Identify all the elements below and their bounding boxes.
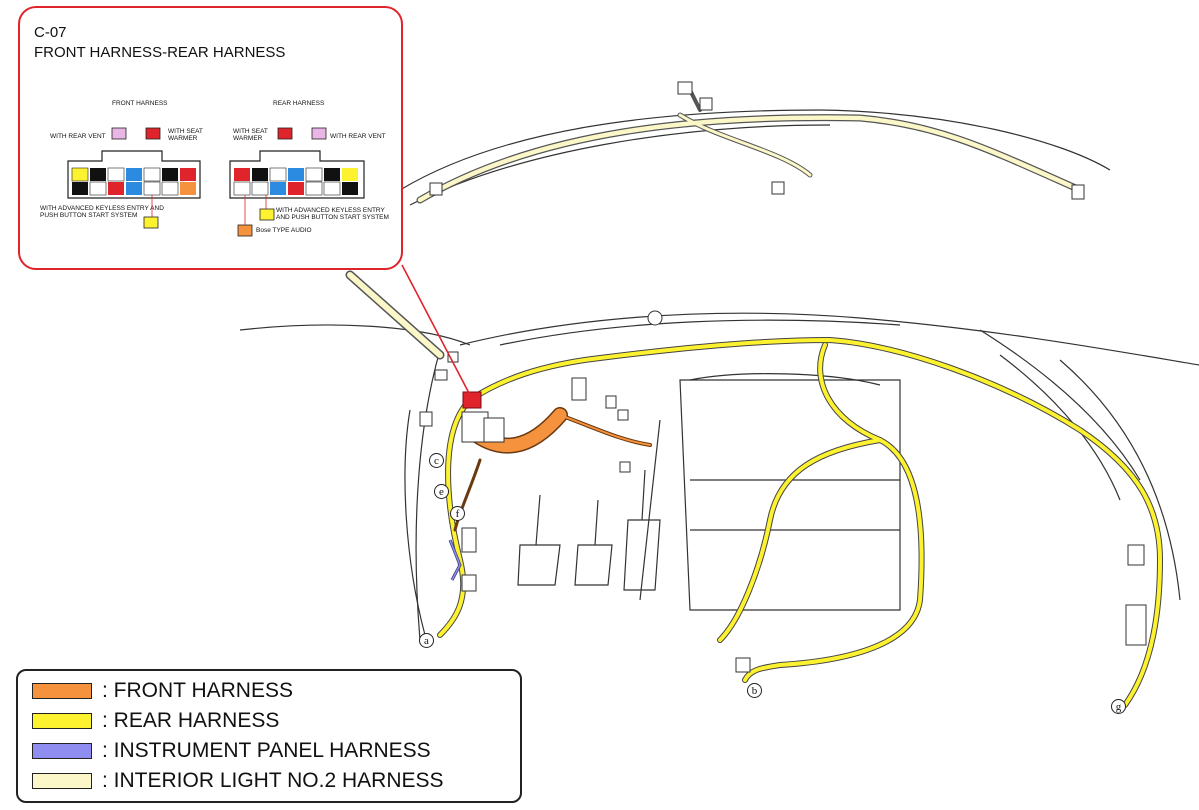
legend-swatch-interior: [32, 773, 92, 789]
connector-callout: C-07 FRONT HARNESS-REAR HARNESS FRONT HA…: [18, 6, 403, 270]
front-rear-vent-label: WITH REAR VENT: [50, 133, 106, 140]
connector-code: C-07: [34, 24, 67, 41]
interior-light-harness: [345, 88, 1084, 360]
location-label-c: c: [429, 453, 444, 468]
legend-swatch-front: [32, 683, 92, 699]
location-label-b: b: [747, 683, 762, 698]
rear-seat-warmer-swatch: [277, 127, 293, 140]
grommet-icon: [647, 310, 663, 326]
rear-keyless-label: WITH ADVANCED KEYLESS ENTRY AND PUSH BUT…: [276, 207, 389, 221]
front-connector-diagram: [67, 150, 201, 229]
front-seat-warmer-label: WITH SEAT WARMER: [168, 128, 203, 142]
rear-rear-vent-label: WITH REAR VENT: [330, 133, 386, 140]
legend-label-interior: : INTERIOR LIGHT NO.2 HARNESS: [102, 769, 444, 792]
legend-label-instrument: : INSTRUMENT PANEL HARNESS: [102, 739, 431, 762]
location-label-a: a: [419, 633, 434, 648]
location-label-g: g: [1111, 699, 1126, 714]
connector-title: FRONT HARNESS-REAR HARNESS: [34, 44, 286, 61]
location-label-f: f: [450, 506, 465, 521]
front-keyless-label: WITH ADVANCED KEYLESS ENTRY AND PUSH BUT…: [40, 205, 164, 219]
rear-harness: [437, 337, 1163, 708]
legend-item-rear: : REAR HARNESS: [32, 709, 279, 733]
connector-pin-diagrams: [67, 127, 365, 237]
rear-rear-vent-swatch: [311, 127, 327, 140]
rear-connector-diagram: [229, 150, 365, 237]
legend-item-interior: : INTERIOR LIGHT NO.2 HARNESS: [32, 769, 444, 793]
bose-audio-label: Bose TYPE AUDIO: [256, 227, 312, 234]
legend-item-front: : FRONT HARNESS: [32, 679, 293, 703]
location-label-e: e: [434, 484, 449, 499]
legend-item-instrument: : INSTRUMENT PANEL HARNESS: [32, 739, 431, 763]
connector-icon: [419, 81, 1147, 673]
legend-swatch-instrument: [32, 743, 92, 759]
front-harness-heading: FRONT HARNESS: [112, 100, 168, 107]
rear-harness-heading: REAR HARNESS: [273, 100, 325, 107]
harness-legend: : FRONT HARNESS : REAR HARNESS : INSTRUM…: [16, 669, 522, 803]
callout-leader: [401, 264, 471, 396]
legend-label-rear: : REAR HARNESS: [102, 709, 280, 732]
legend-swatch-rear: [32, 713, 92, 729]
rear-seat-warmer-label: WITH SEAT WARMER: [233, 128, 268, 142]
connector-c07-icon[interactable]: [462, 391, 482, 409]
seat-warmer-swatch: [145, 127, 161, 140]
legend-label-front: : FRONT HARNESS: [102, 679, 293, 702]
rear-vent-swatch: [111, 127, 127, 140]
